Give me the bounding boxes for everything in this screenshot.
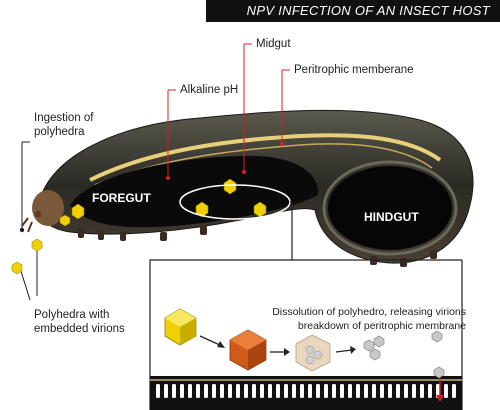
hindgut-lumen	[328, 166, 452, 250]
foregut-label: FOREGUT	[92, 191, 151, 205]
virion-entry-arrow	[436, 378, 444, 402]
loose-polyhedra	[11, 238, 43, 275]
dissolution-label: Dissolution of polyhedro, releasing viri…	[272, 306, 466, 332]
gut-epithelium	[150, 376, 462, 410]
title-bar: NPV INFECTION OF AN INSECT HOST	[206, 0, 500, 22]
caterpillar-head	[32, 190, 64, 226]
dissolving-polyhedron-icon	[229, 329, 267, 371]
hindgut-rim	[322, 160, 458, 256]
intact-polyhedron-icon	[164, 308, 197, 346]
arrow-right-icon	[335, 346, 356, 354]
virion-cluster-icon	[363, 330, 445, 379]
epithelial-cells	[156, 384, 456, 398]
dissolved-polyhedron-icon	[295, 334, 331, 372]
ingestion-label: Ingestion of polyhedra	[34, 112, 94, 138]
peritrophic-label: Peritrophic memberane	[294, 64, 414, 76]
arrow-right-icon	[270, 348, 290, 356]
midgut-polyhedra	[195, 178, 267, 218]
body-stripe-upper	[89, 133, 442, 182]
polyhedra-label: Polyhedra with embedded virions	[34, 309, 125, 335]
hindgut-label: HINDGUT	[364, 210, 419, 224]
arrow-right-icon	[199, 335, 225, 348]
midgut-label: Midgut	[256, 38, 291, 50]
diagram-title: NPV INFECTION OF AN INSECT HOST	[246, 3, 490, 18]
ingested-polyhedra	[59, 203, 85, 227]
alkaline-label: Alkaline pH	[180, 84, 239, 96]
